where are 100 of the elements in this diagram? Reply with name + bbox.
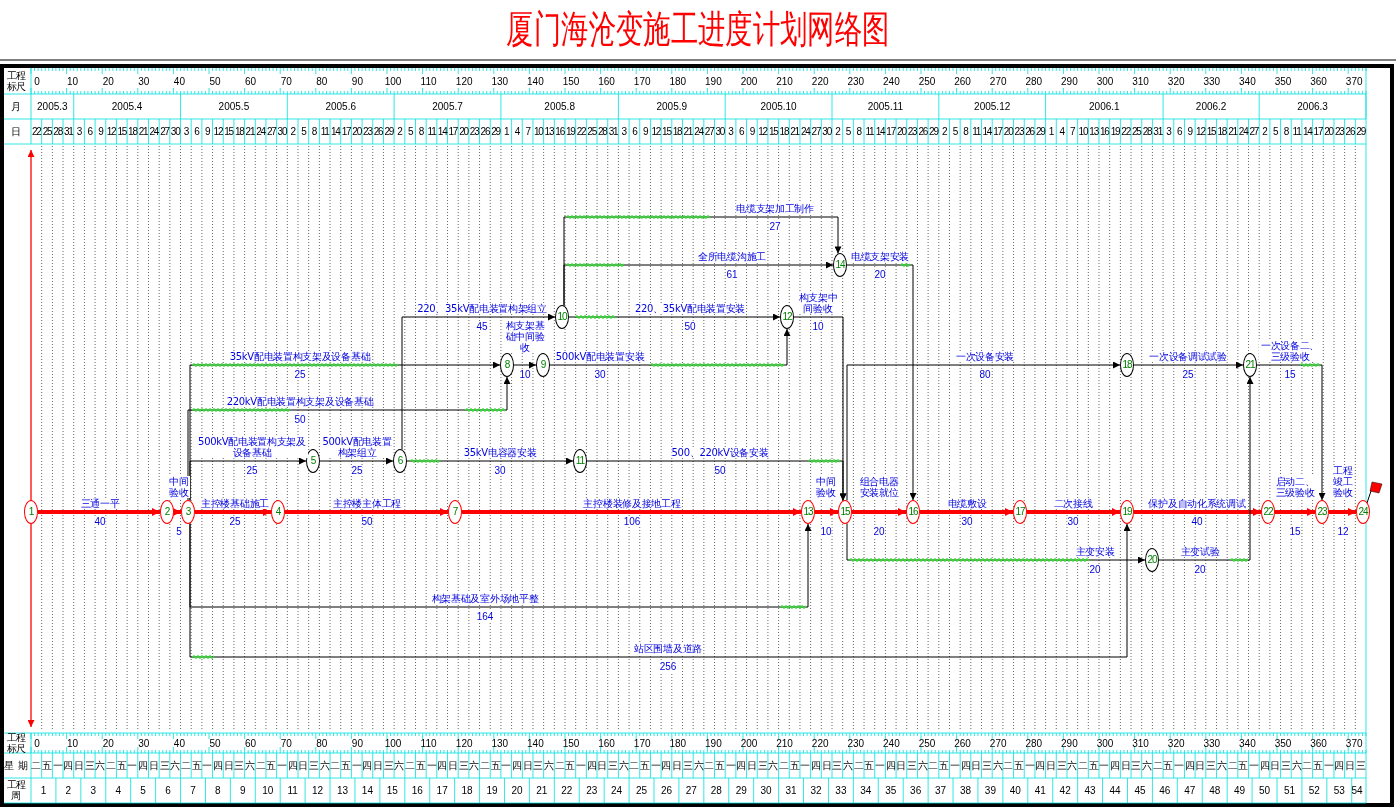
week-number: 17 xyxy=(436,784,448,796)
arrow xyxy=(189,523,1131,658)
edge-label: 主控楼主体工程 xyxy=(333,498,401,509)
event-circle: 2 xyxy=(160,500,174,524)
day-number: 6 xyxy=(194,125,199,137)
weekday-label: 三 xyxy=(1355,759,1366,771)
duration-label: 10 xyxy=(519,369,531,380)
week-number: 11 xyxy=(287,784,298,796)
day-number: 23 xyxy=(1014,125,1024,137)
week-number: 53 xyxy=(1333,784,1345,796)
duration-label: 80 xyxy=(979,369,991,380)
weekday-label: 五 xyxy=(864,759,875,771)
week-number: 9 xyxy=(240,784,246,796)
scale-number: 150 xyxy=(562,75,580,87)
weekday-label: 三 xyxy=(234,759,245,771)
weekday-label: 六 xyxy=(543,759,554,771)
weekday-label: 五 xyxy=(266,759,277,771)
duration-label: 164 xyxy=(476,611,494,622)
duration-label: 25 xyxy=(246,465,258,476)
scale-number: 340 xyxy=(1239,737,1256,749)
week-number: 39 xyxy=(984,784,996,796)
event-circle: 6 xyxy=(393,449,407,473)
edge-label: 二次接线 xyxy=(1053,498,1093,509)
week-number: 1 xyxy=(40,784,47,796)
weekday-label: 二 xyxy=(629,759,640,771)
event-circle: 11 xyxy=(573,449,587,473)
day-number: 15 xyxy=(1206,125,1216,137)
edge-label: 220kV配电装置构支架及设备基础 xyxy=(226,396,374,407)
scale-number: 120 xyxy=(455,75,473,87)
weekday-label: 六 xyxy=(170,759,181,771)
duration-label: 25 xyxy=(1182,369,1194,380)
weekday-label: 三 xyxy=(1131,759,1142,771)
weekday-label: 日 xyxy=(1120,759,1131,771)
week-number: 38 xyxy=(959,784,972,796)
edge-label: 构架基础及室外场地平整 xyxy=(431,593,539,604)
weekday-label: 一 xyxy=(276,759,287,771)
arrow xyxy=(846,361,1121,501)
weekday-label: 一 xyxy=(52,759,63,771)
week-number: 7 xyxy=(190,784,196,796)
weekday-label: 五 xyxy=(939,759,950,771)
day-number: 9 xyxy=(642,125,648,137)
scale-number: 350 xyxy=(1274,75,1292,87)
day-number: 19 xyxy=(1110,125,1120,137)
weekday-label: 三 xyxy=(757,759,768,771)
day-number: 3 xyxy=(183,125,189,137)
arrow xyxy=(1158,376,1254,561)
scale-number: 90 xyxy=(351,737,363,749)
edge-label: 主变安装 xyxy=(1075,546,1115,557)
weekday-label: 六 xyxy=(843,759,853,771)
duration-label: 40 xyxy=(94,516,106,527)
month-label: 2006.2 xyxy=(1195,100,1227,112)
day-number: 29 xyxy=(491,125,500,137)
day-number: 20 xyxy=(352,125,362,137)
day-number: 31 xyxy=(608,125,618,137)
weekday-label: 五 xyxy=(1312,759,1323,771)
event-circle: 14 xyxy=(833,253,847,277)
day-number: 26 xyxy=(373,125,383,137)
duration-label: 20 xyxy=(874,269,886,280)
weekday-label: 四 xyxy=(1035,759,1046,771)
edge-label: 一次设备调试试验 xyxy=(1149,351,1227,362)
day-number: 4 xyxy=(514,125,520,137)
week-number: 15 xyxy=(386,784,398,796)
scale-number: 220 xyxy=(811,737,829,749)
arrow xyxy=(846,523,1146,564)
day-number: 31 xyxy=(64,125,73,137)
event-circle: 15 xyxy=(838,500,852,524)
weekday-label: 日 xyxy=(223,759,234,771)
day-number: 3 xyxy=(76,125,82,137)
scale-number: 20 xyxy=(102,737,114,749)
edge-label: 三通一平 xyxy=(80,498,120,509)
event-circle: 18 xyxy=(1120,353,1134,377)
day-number: 14 xyxy=(875,125,885,137)
duration-label: 27 xyxy=(769,221,781,232)
day-number: 5 xyxy=(407,125,413,137)
arrow xyxy=(793,316,847,501)
scale-number: 10 xyxy=(67,75,79,87)
edge-label: 构支架中间验收 xyxy=(796,292,840,314)
scale-number: 140 xyxy=(527,75,544,87)
scale-number: 0 xyxy=(34,737,40,749)
scale-number: 310 xyxy=(1132,75,1149,87)
scale-number: 200 xyxy=(740,737,758,749)
row-header: 日 xyxy=(11,125,21,137)
day-number: 20 xyxy=(1324,125,1333,137)
row-header: 星 期 xyxy=(4,759,28,771)
day-number: 12 xyxy=(213,125,223,137)
event-circle: 13 xyxy=(801,500,815,524)
weekday-label: 二 xyxy=(928,759,939,771)
day-number: 8 xyxy=(311,125,317,137)
weekday-label: 三 xyxy=(458,759,469,771)
weekday-label: 日 xyxy=(1270,759,1281,771)
weekday-label: 五 xyxy=(191,759,202,771)
event-circle: 1 xyxy=(24,500,38,524)
duration-label: 10 xyxy=(820,526,832,537)
edge-label: 构支架基础中间验收 xyxy=(503,320,547,353)
day-number: 30 xyxy=(277,125,287,137)
scale-number: 230 xyxy=(847,737,865,749)
edge-label: 保护及自动化系统调试 xyxy=(1148,498,1246,509)
weekday-label: 日 xyxy=(298,759,309,771)
weekday-label: 六 xyxy=(1216,759,1227,771)
scale-number: 200 xyxy=(740,75,758,87)
